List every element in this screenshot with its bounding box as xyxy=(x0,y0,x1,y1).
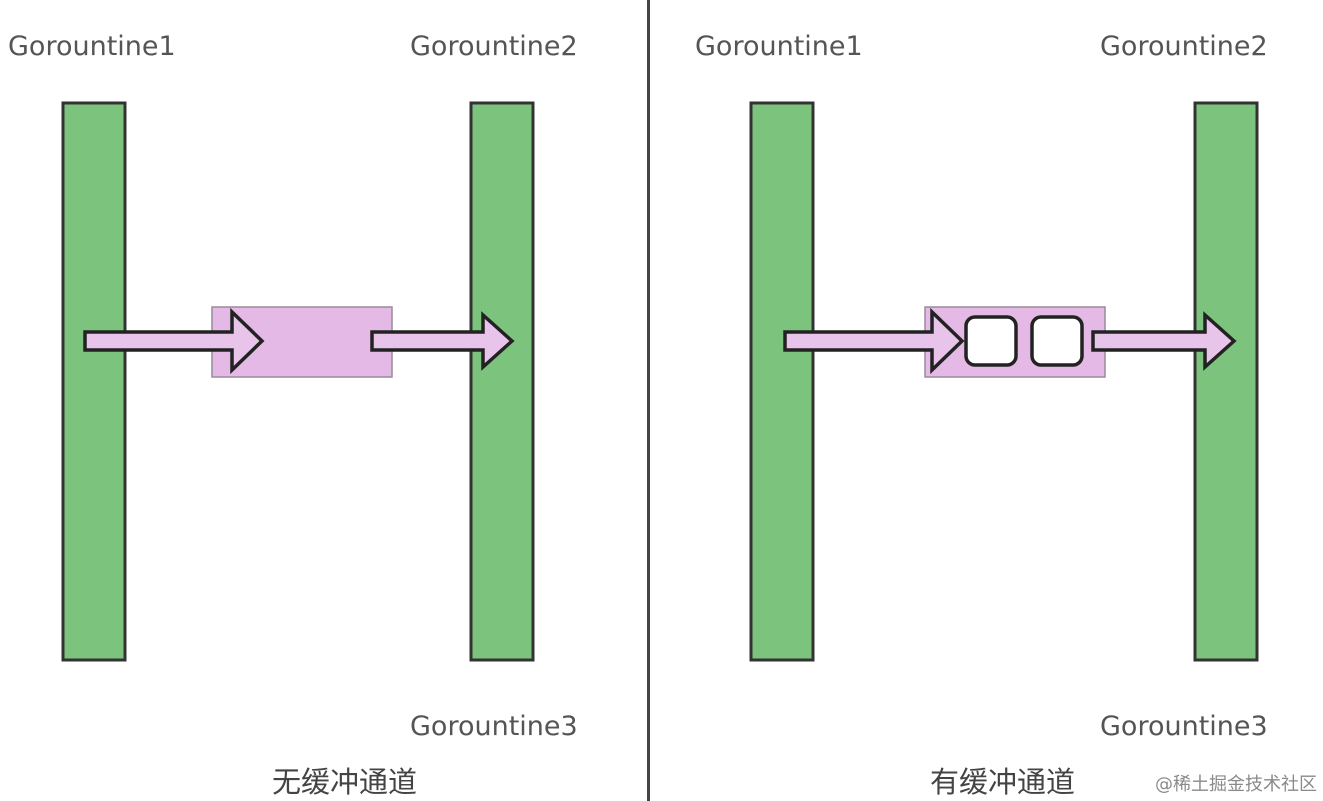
right-goroutine3-label: Gorountine3 xyxy=(1100,711,1268,742)
left-goroutine2-bar xyxy=(469,101,535,662)
left-send-arrow xyxy=(83,307,265,375)
left-goroutine3-label: Gorountine3 xyxy=(410,711,578,742)
left-goroutine2-label: Gorountine2 xyxy=(410,31,578,62)
left-goroutine1-bar xyxy=(61,101,127,662)
left-panel xyxy=(61,101,535,662)
right-goroutine1-label: Gorountine1 xyxy=(695,31,863,62)
buffer-slot-1 xyxy=(964,315,1018,367)
left-receive-arrow xyxy=(370,311,515,371)
right-receive-arrow xyxy=(1091,311,1237,371)
buffer-slot-2 xyxy=(1030,315,1084,367)
left-caption: 无缓冲通道 xyxy=(272,765,418,799)
right-panel xyxy=(749,101,1259,662)
right-send-arrow xyxy=(783,307,965,375)
right-caption: 有缓冲通道 xyxy=(930,765,1076,799)
left-goroutine1-label: Gorountine1 xyxy=(8,31,176,62)
panel-divider xyxy=(647,0,650,801)
right-goroutine2-label: Gorountine2 xyxy=(1100,31,1268,62)
right-goroutine1-bar xyxy=(749,101,815,662)
watermark: @稀土掘金技术社区 xyxy=(1155,774,1317,795)
right-goroutine2-bar xyxy=(1193,101,1259,662)
